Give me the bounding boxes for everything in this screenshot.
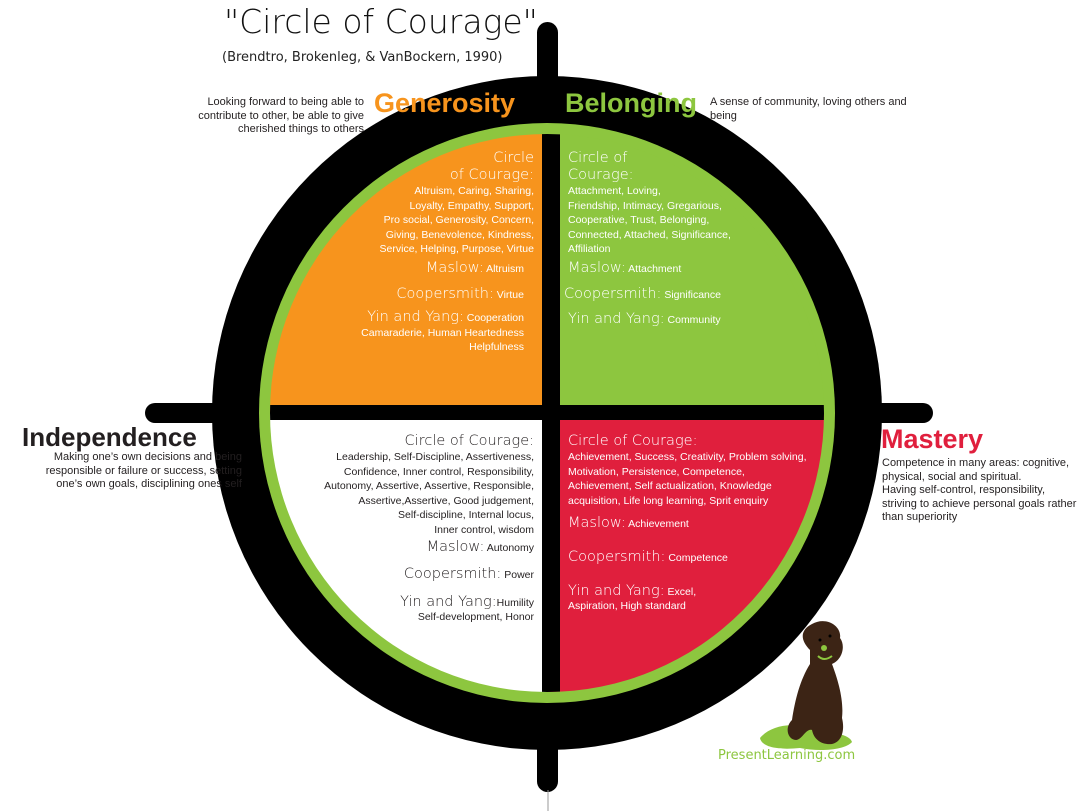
coc-value-line: Altruism, Caring, Sharing, [414,185,534,197]
yinyang-label: Yin and Yang: [400,593,497,610]
coc-value-line: Affiliation [568,243,611,256]
coc-label: Circle [493,150,534,166]
belonging-content: Circle of Courage: Attachment, Loving, F… [564,150,768,328]
yinyang-value: Community [667,314,721,327]
coc-label: Circle of [568,150,628,166]
yinyang-row: Yin and Yang: Excel, [568,582,828,600]
maslow-row: Maslow: Attachment [568,261,768,277]
coc-value-line: Assertive,Assertive, Good judgement, [358,494,534,507]
yinyang-value-line: Aspiration, High standard [568,600,686,613]
yinyang-value: Humility [496,596,534,609]
yinyang-value-line: Self-development, Honor [417,611,534,624]
description-line: contribute to other, be able to give [198,109,364,122]
coc-value-line: Attachment, Loving, [568,185,661,197]
coc-value-line: Confidence, Inner control, Responsibilit… [343,465,534,478]
description-line: being [710,109,737,122]
coopersmith-value: Competence [668,551,728,564]
mastery-description: Competence in many areas: cognitive, phy… [882,457,1091,525]
belonging-heading: Belonging [565,88,697,118]
maslow-label: Maslow: [425,259,484,276]
coopersmith-row: Coopersmith: Power [280,567,534,583]
puppy-icon [760,621,852,750]
coc-value-line: Service, Helping, Purpose, Virtue [379,243,534,256]
description-line: Making one’s own decisions and being [53,451,242,463]
maslow-value: Attachment [628,262,682,275]
coopersmith-label: Coopersmith: [403,566,502,583]
coc-label: Circle of Courage: [404,433,534,449]
coopersmith-label: Coopersmith: [396,285,494,302]
diagram-title: "Circle of Courage" [224,2,538,41]
coopersmith-label: Coopersmith: [568,548,666,565]
coc-label: Courage: [568,167,634,183]
yinyang-value-line: Camaraderie, Human Heartedness [361,326,524,339]
yinyang-row: Yin and Yang:Humility [280,593,534,611]
yinyang-value: Excel, [667,585,697,598]
mastery-heading: Mastery [881,424,984,454]
yinyang-value: Cooperation [466,312,524,325]
coopersmith-value: Significance [664,288,721,301]
coc-value-line: Giving, Benevolence, Kindness, [385,228,534,241]
maslow-value: Altruism [486,262,524,275]
yinyang-label: Yin and Yang: [568,311,665,328]
coc-value-line: Leadership, Self-Discipline, Assertivene… [336,451,534,463]
generosity-description: Looking forward to being able to contrib… [168,96,364,137]
coc-value-line: Loyalty, Empathy, Support, [409,199,534,212]
coc-value-line: Friendship, Intimacy, Gregarious, [568,199,722,212]
inner-horizontal-divider [270,405,824,420]
coopersmith-row: Coopersmith: Significance [564,285,768,303]
coc-value-line: Achievement, Success, Creativity, Proble… [568,451,807,463]
maslow-row: Maslow: Altruism [330,261,534,277]
coc-value-line: acquisition, Life long learning, Sprit e… [568,494,769,507]
belonging-description: A sense of community, loving others and … [710,96,940,123]
description-line: one’s own goals, disciplining ones self [56,478,242,490]
coopersmith-row: Coopersmith: Virtue [330,285,534,303]
coc-value-line: Achievement, Self actualization, Knowled… [568,480,772,493]
citation: (Brendtro, Brokenleg, & VanBockern, 1990… [222,50,503,65]
coopersmith-label: Coopersmith: [564,285,662,302]
coc-value-line: Cooperative, Trust, Belonging, [568,214,710,227]
description-line: A sense of community, loving others and [710,96,907,108]
independence-heading: Independence [22,422,197,452]
maslow-label: Maslow: [426,538,485,555]
maslow-label: Maslow: [568,259,626,276]
description-line: Looking forward to being able to [207,96,364,108]
coc-value-line: Autonomy, Assertive, Assertive, Responsi… [324,480,534,493]
maslow-row: Maslow: Autonomy [280,538,534,556]
coc-value-line: Self-discipline, Internal locus, [398,509,534,522]
mastery-content: Circle of Courage: Achievement, Success,… [568,433,828,614]
coc-label: of Courage: [449,167,534,183]
independence-content: Circle of Courage: Leadership, Self-Disc… [280,433,534,625]
yinyang-row: Yin and Yang: Community [568,312,768,328]
maslow-row: Maslow: Achievement [568,516,828,532]
generosity-content: Circle of Courage: Altruism, Caring, Sha… [330,150,534,355]
coc-value-line: Inner control, wisdom [434,523,534,536]
description-line: Having self-control, responsibility, [882,484,1046,496]
description-line: Competence in many areas: cognitive, [882,457,1070,469]
yinyang-label: Yin and Yang: [568,582,665,599]
maslow-label: Maslow: [568,515,626,532]
independence-description: Making one’s own decisions and being res… [10,451,242,492]
coc-label: Circle of Courage: [568,433,698,449]
description-line: cherished things to others [238,123,364,135]
coc-value-line: Motivation, Persistence, Competence, [568,465,745,478]
description-line: striving to achieve personal goals rathe… [882,497,1077,510]
description-line: physical, social and spiritual. [882,470,1022,483]
coc-value-line: Pro social, Generosity, Concern, [383,214,534,227]
yinyang-label: Yin and Yang: [367,309,464,326]
present-learning-logo-text: PresentLearning.com [718,748,856,763]
yinyang-value-line: Helpfulness [469,341,524,354]
yinyang-row: Yin and Yang: Cooperation [330,310,534,326]
description-line: than superiority [882,511,958,523]
maslow-value: Achievement [628,518,689,531]
coc-value-line: Connected, Attached, Significance, [568,228,731,241]
maslow-value: Autonomy [486,541,534,554]
coopersmith-value: Power [504,569,534,582]
coopersmith-value: Virtue [496,288,524,301]
generosity-heading: Generosity [374,88,516,118]
coopersmith-row: Coopersmith: Competence [568,550,828,566]
description-line: responsible or failure or success, setti… [45,464,242,477]
